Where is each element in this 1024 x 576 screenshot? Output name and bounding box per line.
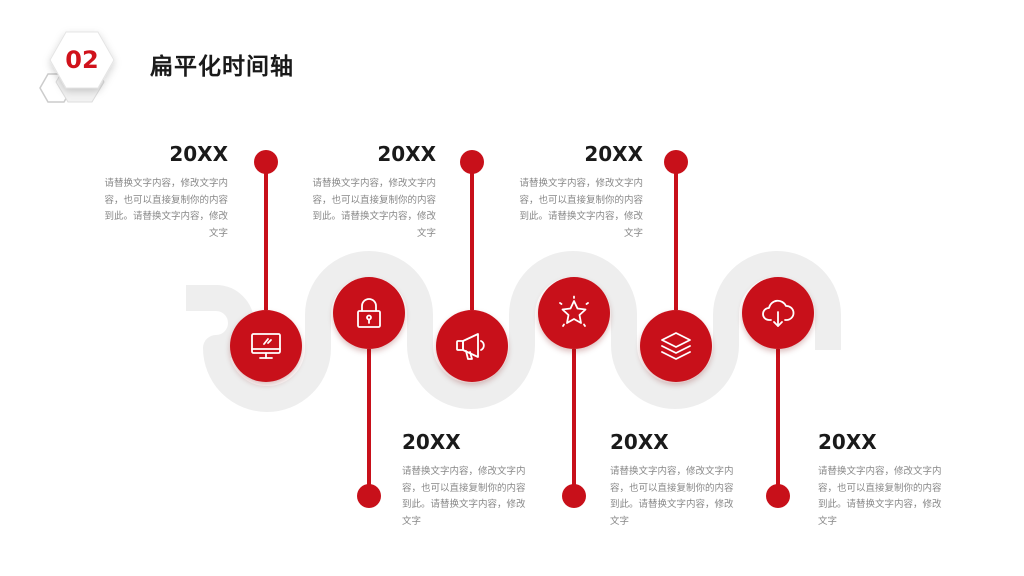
timeline-node-2[interactable] (333, 277, 405, 349)
timeline-node-3[interactable] (436, 310, 508, 382)
page-title: 扁平化时间轴 (150, 54, 294, 80)
timeline-text-6: 请替换文字内容，修改文字内容，也可以直接复制你的内容到此。请替换文字内容，修改文… (818, 466, 942, 527)
timeline-text-5: 请替换文字内容，修改文字内容，也可以直接复制你的内容到此。请替换文字内容，修改文… (519, 178, 643, 239)
timeline-dot-3 (460, 150, 484, 174)
star-icon (559, 295, 589, 327)
megaphone-icon (456, 333, 485, 360)
section-number: 02 (65, 46, 99, 74)
timeline-year-2: 20XX (402, 430, 461, 454)
timeline-node-5[interactable] (640, 310, 712, 382)
timeline-year-1: 20XX (169, 142, 228, 166)
timeline-year-6: 20XX (818, 430, 877, 454)
hexagon-badge-icon (49, 31, 115, 89)
timeline-dot-2 (357, 484, 381, 508)
monitor-icon (251, 333, 281, 359)
timeline-year-5: 20XX (584, 142, 643, 166)
timeline-dot-5 (664, 150, 688, 174)
layers-icon (661, 332, 691, 360)
timeline-dot-6 (766, 484, 790, 508)
timeline-dot-1 (254, 150, 278, 174)
timeline-node-6[interactable] (742, 277, 814, 349)
timeline-year-3: 20XX (377, 142, 436, 166)
timeline-dot-4 (562, 484, 586, 508)
cloud-download-icon (762, 299, 795, 327)
timeline-text-4: 请替换文字内容，修改文字内容，也可以直接复制你的内容到此。请替换文字内容，修改文… (610, 466, 734, 527)
timeline-wave (186, 251, 841, 412)
lock-icon (357, 298, 381, 328)
timeline-node-4[interactable] (538, 277, 610, 349)
timeline-text-1: 请替换文字内容，修改文字内容，也可以直接复制你的内容到此。请替换文字内容，修改文… (104, 178, 228, 239)
timeline-text-2: 请替换文字内容，修改文字内容，也可以直接复制你的内容到此。请替换文字内容，修改文… (402, 466, 526, 527)
timeline-node-1[interactable] (230, 310, 302, 382)
timeline-text-3: 请替换文字内容，修改文字内容，也可以直接复制你的内容到此。请替换文字内容，修改文… (312, 178, 436, 239)
timeline-year-4: 20XX (610, 430, 669, 454)
